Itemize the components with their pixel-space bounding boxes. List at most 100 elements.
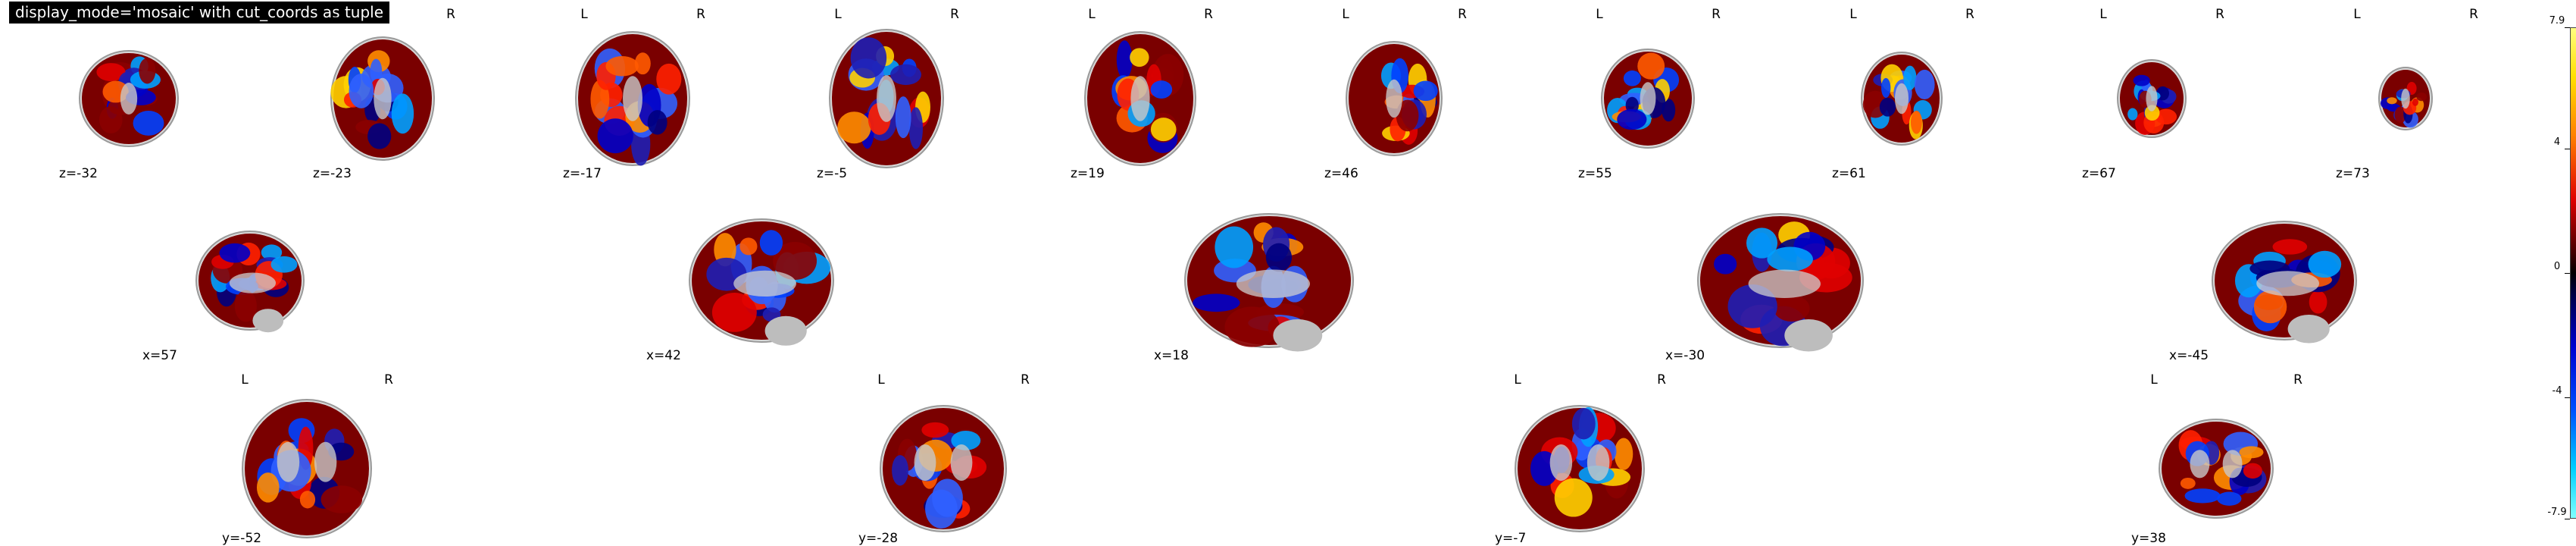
activation-blob	[1193, 293, 1240, 312]
orientation-right-label: R	[2215, 7, 2224, 22]
activation-blob	[2272, 239, 2308, 255]
cerebellum-shape	[1273, 319, 1323, 352]
slice-coordinate-label: x=-30	[1665, 348, 1705, 363]
ventricle-shape	[623, 76, 642, 121]
activation-blob	[759, 230, 783, 256]
activation-blob	[1215, 226, 1254, 268]
ventricle-shape	[1640, 82, 1656, 115]
slice-coordinate-label: x=42	[646, 348, 681, 363]
white-matter-shape	[914, 444, 936, 481]
activation-blob	[1130, 48, 1149, 67]
activation-blob	[2309, 290, 2327, 314]
activation-blob	[647, 110, 667, 135]
orientation-left-label: L	[1849, 7, 1857, 22]
activation-blob	[99, 106, 123, 133]
slice-coordinate-label: z=46	[1324, 166, 1358, 181]
activation-blob	[1637, 52, 1665, 80]
activation-blob	[634, 52, 651, 75]
activation-blob	[1116, 40, 1133, 80]
orientation-left-label: L	[1514, 372, 1521, 388]
activation-blob	[890, 64, 922, 86]
activation-blob	[2184, 488, 2221, 504]
orientation-right-label: R	[696, 7, 705, 22]
orientation-right-label: R	[1712, 7, 1721, 22]
activation-blob	[1910, 110, 1922, 134]
activation-blob	[908, 107, 924, 149]
orientation-right-label: R	[1657, 372, 1666, 388]
white-matter-shape	[2190, 450, 2210, 479]
orientation-right-label: R	[1021, 372, 1030, 388]
activation-blob	[1396, 99, 1419, 132]
activation-blob	[714, 233, 736, 267]
colorbar-tick-label: 4	[2553, 136, 2561, 148]
colorbar-tick-mark	[2565, 27, 2570, 28]
corpus-callosum-shape	[2256, 271, 2320, 297]
activation-blob	[270, 256, 298, 273]
activation-blob	[1413, 80, 1438, 102]
slice-coordinate-label: z=-17	[563, 166, 602, 181]
activation-blob	[1150, 80, 1173, 99]
activation-blob	[1881, 77, 1891, 98]
white-matter-shape	[2222, 450, 2243, 479]
orientation-left-label: L	[2150, 372, 2158, 388]
activation-blob	[1623, 70, 1641, 86]
axial-slice	[1084, 31, 1196, 166]
orientation-right-label: R	[2469, 7, 2478, 22]
ventricle-shape	[877, 75, 896, 122]
activation-blob	[773, 242, 818, 281]
ventricle-shape	[120, 83, 138, 115]
activation-blob	[133, 111, 164, 136]
activation-blob	[261, 244, 283, 261]
activation-blob	[605, 55, 639, 77]
ventricle-shape	[2146, 86, 2158, 111]
activation-blob	[2253, 290, 2287, 324]
orientation-left-label: L	[1088, 7, 1096, 22]
activation-blob	[895, 96, 911, 139]
orientation-right-label: R	[950, 7, 959, 22]
activation-blob	[2308, 250, 2342, 278]
slice-coordinate-label: z=73	[2336, 166, 2370, 181]
slice-coordinate-label: y=38	[2131, 531, 2166, 546]
activation-blob	[2243, 463, 2262, 479]
white-matter-shape	[314, 441, 337, 482]
axial-slice	[2117, 59, 2187, 138]
slice-coordinate-label: x=57	[142, 348, 177, 363]
white-matter-shape	[277, 441, 300, 482]
activation-blob	[2412, 98, 2418, 106]
activation-blob	[1773, 295, 1810, 322]
sagittal-slice	[689, 218, 834, 346]
activation-blob	[370, 58, 383, 83]
white-matter-shape	[1549, 444, 1573, 481]
activation-blob	[1746, 228, 1778, 259]
axial-slice	[1861, 52, 1943, 146]
slice-coordinate-label: z=61	[1832, 166, 1866, 181]
activation-blob	[932, 479, 963, 517]
activation-blob	[1614, 438, 1633, 470]
activation-blob	[1265, 243, 1293, 272]
activation-blob	[1914, 69, 1935, 100]
axial-slice	[829, 29, 944, 168]
colorbar	[2570, 27, 2576, 519]
activation-blob	[256, 472, 280, 503]
ventricle-shape	[1386, 79, 1402, 118]
colorbar-tick-label: 7.9	[2549, 15, 2565, 27]
figure-title: display_mode='mosaic' with cut_coords as…	[9, 2, 390, 24]
slice-coordinate-label: z=55	[1578, 166, 1612, 181]
activation-blob	[1714, 253, 1737, 275]
sagittal-slice	[2212, 221, 2357, 344]
activation-blob	[1224, 306, 1280, 347]
activation-blob	[656, 63, 682, 95]
coronal-slice	[880, 405, 1007, 532]
orientation-left-label: L	[1596, 7, 1603, 22]
activation-blob	[850, 37, 887, 79]
activation-blob	[1903, 65, 1917, 90]
axial-slice	[1601, 49, 1695, 149]
activation-blob	[2180, 477, 2196, 489]
activation-blob	[2217, 491, 2242, 506]
axial-slice	[79, 50, 179, 147]
orientation-right-label: R	[192, 7, 202, 22]
activation-blob	[367, 123, 392, 149]
activation-blob	[2155, 108, 2177, 125]
ventricle-shape	[1130, 76, 1150, 121]
activation-blob	[391, 93, 414, 134]
